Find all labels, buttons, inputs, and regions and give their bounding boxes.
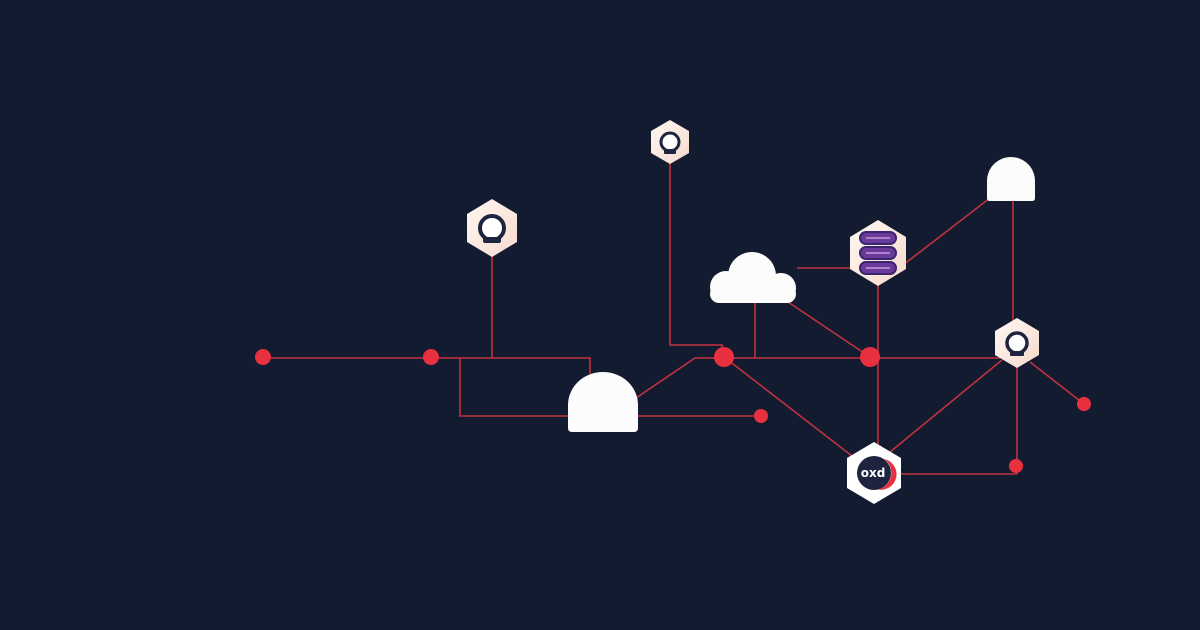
svg-text:oxd: oxd bbox=[861, 466, 886, 480]
junction-dots bbox=[255, 347, 1091, 473]
dome-icon bbox=[987, 157, 1035, 201]
junction-dot bbox=[423, 349, 439, 365]
connection-lines bbox=[263, 162, 1085, 475]
junction-dot bbox=[714, 347, 734, 367]
junction-dot bbox=[1009, 459, 1023, 473]
logo-badge-icon: oxd bbox=[857, 456, 897, 490]
database-icon bbox=[859, 231, 897, 275]
connector bbox=[1029, 361, 1085, 405]
hex-node-ring-right bbox=[995, 318, 1039, 368]
junction-dot bbox=[860, 347, 880, 367]
connector bbox=[635, 357, 1000, 399]
dome-icon bbox=[568, 372, 638, 432]
junction-dot bbox=[1077, 397, 1091, 411]
connector bbox=[669, 162, 723, 357]
connector bbox=[889, 359, 1003, 453]
junction-dot bbox=[255, 349, 271, 365]
hex-node-logo: oxd bbox=[847, 442, 901, 504]
ring-icon bbox=[1005, 331, 1029, 355]
connector bbox=[902, 197, 991, 266]
hex-node-database bbox=[850, 220, 906, 286]
connector bbox=[263, 357, 591, 374]
junction-dot bbox=[754, 409, 768, 423]
hex-node-ring-small bbox=[651, 120, 689, 164]
ring-icon bbox=[659, 131, 681, 153]
hex-node-ring bbox=[467, 199, 517, 257]
connector bbox=[459, 358, 761, 417]
cloud-icon bbox=[710, 252, 796, 303]
connector bbox=[787, 301, 871, 358]
ring-icon bbox=[478, 214, 506, 242]
connector bbox=[723, 356, 853, 457]
